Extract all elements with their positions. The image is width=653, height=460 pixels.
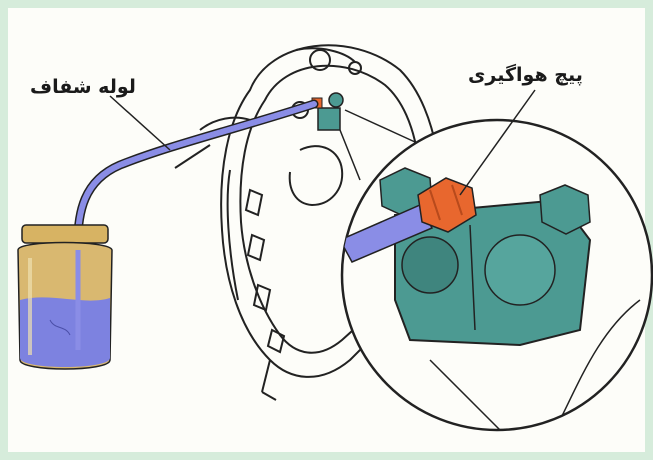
bleeder-valve-small <box>312 93 343 130</box>
tube-label-leader <box>110 96 170 150</box>
clear-tube <box>78 104 314 255</box>
magnified-view <box>340 120 652 430</box>
clear-tube-fill <box>78 104 314 255</box>
bleed-screw-label: پیچ هواگیری <box>468 64 583 86</box>
clear-tube-label: لوله شفاف <box>30 76 136 98</box>
collection-jar <box>18 225 112 369</box>
